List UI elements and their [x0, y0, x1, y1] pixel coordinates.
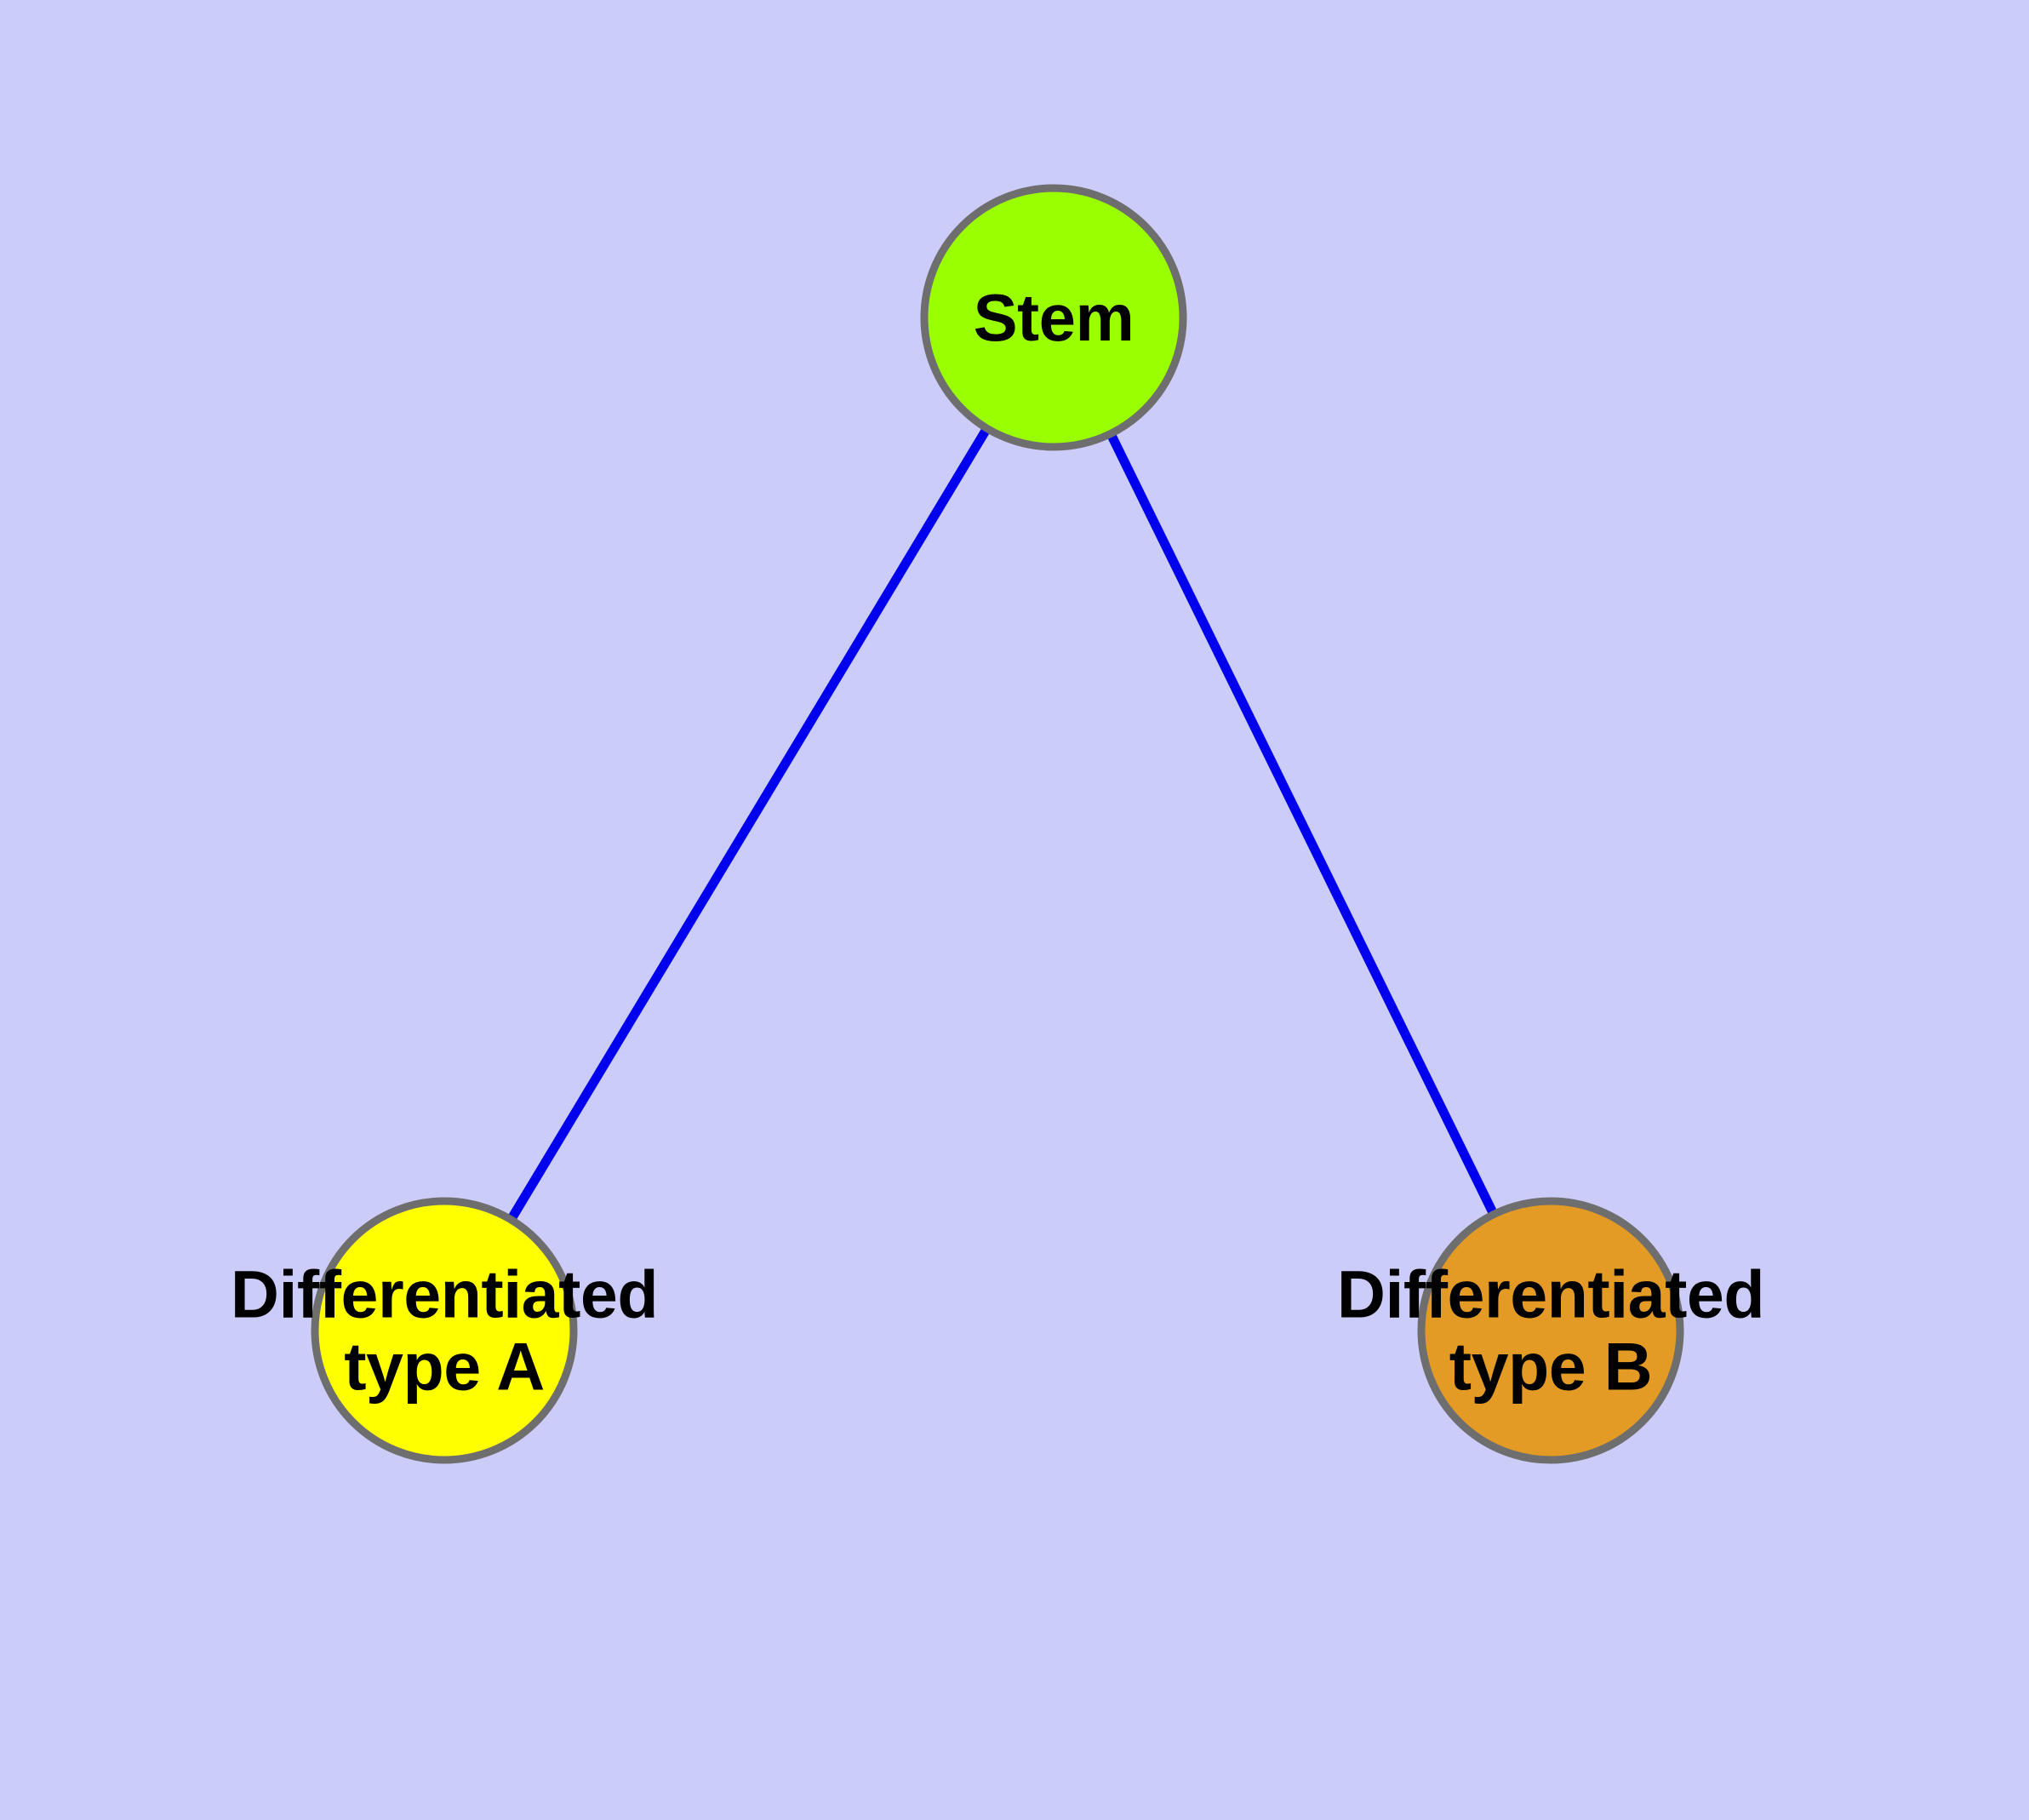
- node-circle-stem[interactable]: [920, 184, 1187, 451]
- edges-layer: [506, 426, 1498, 1222]
- edge-stem-to-differentiated-type-b: [1106, 432, 1498, 1216]
- node-circle-differentiated-type-a[interactable]: [311, 1197, 578, 1464]
- edge-stem-to-differentiated-type-a: [506, 426, 992, 1222]
- node-circle-differentiated-type-b[interactable]: [1417, 1197, 1684, 1464]
- nodes-layer: [311, 184, 1684, 1464]
